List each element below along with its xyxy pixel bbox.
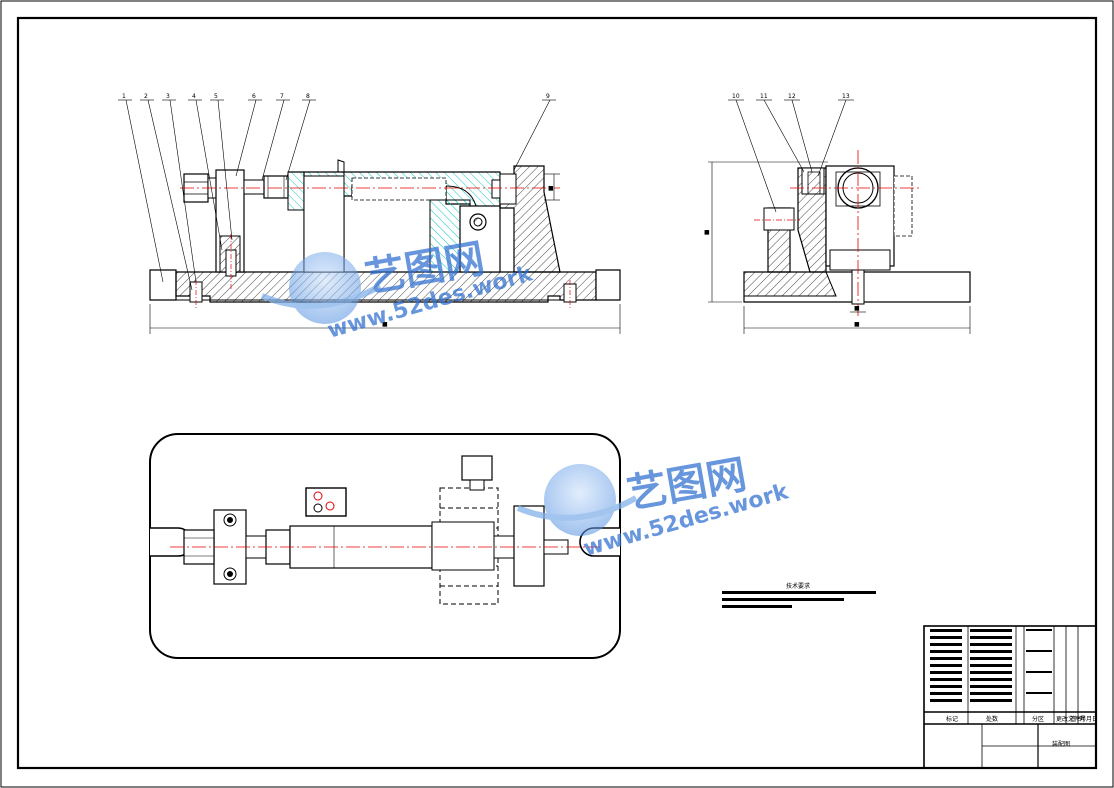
title-block-rows <box>930 629 1052 702</box>
tb-label-docno: 更改文件号 <box>1056 715 1086 723</box>
tb-label-sign: 签名 <box>1070 715 1082 723</box>
callout-7: 7 <box>280 93 284 100</box>
front-section-view: ■ ■ 1 2 3 4 5 <box>118 93 621 334</box>
callout-4: 4 <box>192 93 196 100</box>
callout-2: 2 <box>144 93 148 100</box>
callout-1: 1 <box>122 93 126 100</box>
front-overall-dim: ■ <box>382 321 388 328</box>
tb-label-mark: 标记 <box>946 715 958 723</box>
tb-label-count: 处数 <box>986 715 998 723</box>
side-height-dim: ■ <box>704 229 710 236</box>
callout-11: 11 <box>760 93 768 100</box>
callout-13: 13 <box>842 93 850 100</box>
title-block <box>923 625 1097 769</box>
base-plate <box>149 269 177 301</box>
callout-12: 12 <box>788 93 796 100</box>
front-right-dim: ■ <box>548 185 554 192</box>
callout-8: 8 <box>306 93 310 100</box>
callout-6: 6 <box>252 93 256 100</box>
callout-3: 3 <box>166 93 170 100</box>
tb-drawing-name: 装配图 <box>1052 740 1070 748</box>
callout-5: 5 <box>214 93 218 100</box>
side-view: ■ ■ ■ 10 11 12 13 <box>704 93 971 334</box>
notes-title: 技术要求 <box>786 582 810 590</box>
side-small-dim: ■ <box>854 305 860 312</box>
side-overall-dim: ■ <box>854 321 860 328</box>
tb-label-date: 年月日 <box>1080 715 1098 723</box>
callout-9: 9 <box>546 93 550 100</box>
callout-10: 10 <box>732 93 740 100</box>
technical-requirements: 技术要求 <box>722 582 876 608</box>
top-view <box>149 433 621 659</box>
tb-label-zone: 分区 <box>1032 715 1044 723</box>
